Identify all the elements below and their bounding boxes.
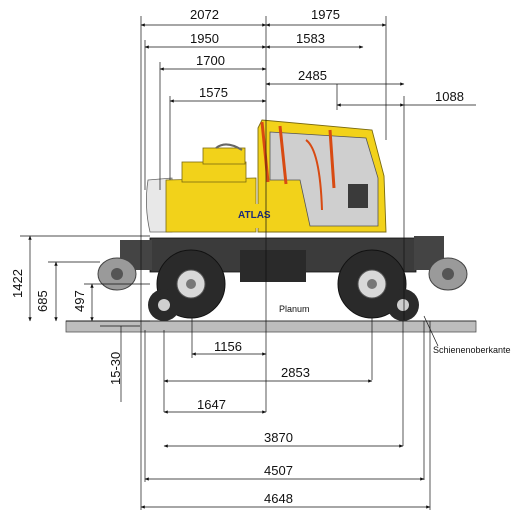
ground	[65, 320, 477, 333]
front-guide-wheel	[97, 257, 137, 291]
planum-label: Planum	[279, 304, 310, 314]
dim-2072: 2072	[190, 7, 219, 22]
chassis-box	[240, 250, 306, 282]
brand-plate	[232, 204, 280, 228]
dim-2853: 2853	[281, 365, 310, 380]
cab-frame	[260, 121, 336, 189]
dim-1422: 1422	[10, 269, 25, 298]
rail-top-pointer	[423, 315, 439, 347]
dimension-lines	[20, 16, 476, 510]
dim-1583: 1583	[296, 31, 325, 46]
dim-1088: 1088	[435, 89, 464, 104]
dim-497: 497	[72, 290, 87, 312]
exhaust-box	[202, 147, 246, 165]
rear-rail-wheel	[387, 289, 419, 321]
dim-685: 685	[35, 290, 50, 312]
dim-1700: 1700	[196, 53, 225, 68]
rail-top-label: Schienenoberkante	[433, 345, 511, 355]
bottom-dimension-labels: 1156 2853 1647 3870 4507 4648	[197, 339, 310, 506]
cab-door-rail	[305, 139, 323, 211]
dim-1950: 1950	[190, 31, 219, 46]
rear-guide-wheel	[428, 257, 468, 291]
dim-3870: 3870	[264, 430, 293, 445]
dim-2485: 2485	[298, 68, 327, 83]
dim-1975: 1975	[311, 7, 340, 22]
seat	[348, 184, 368, 208]
dim-1647: 1647	[197, 397, 226, 412]
front-rail-wheel	[148, 289, 180, 321]
top-dimension-labels: 2072 1975 1950 1583 1700 2485 1575 1088	[190, 7, 464, 104]
dim-4507: 4507	[264, 463, 293, 478]
dim-1156: 1156	[214, 339, 242, 354]
dim-4648: 4648	[264, 491, 293, 506]
handrail	[215, 143, 243, 151]
left-dimension-labels: 1422 685 497 15-30	[10, 269, 123, 385]
dim-1575: 1575	[199, 85, 228, 100]
dim-15-30: 15-30	[108, 352, 123, 385]
brand-text: ATLAS	[238, 210, 271, 221]
excavator: ATLAS	[97, 119, 468, 321]
engine-hood	[181, 161, 247, 183]
